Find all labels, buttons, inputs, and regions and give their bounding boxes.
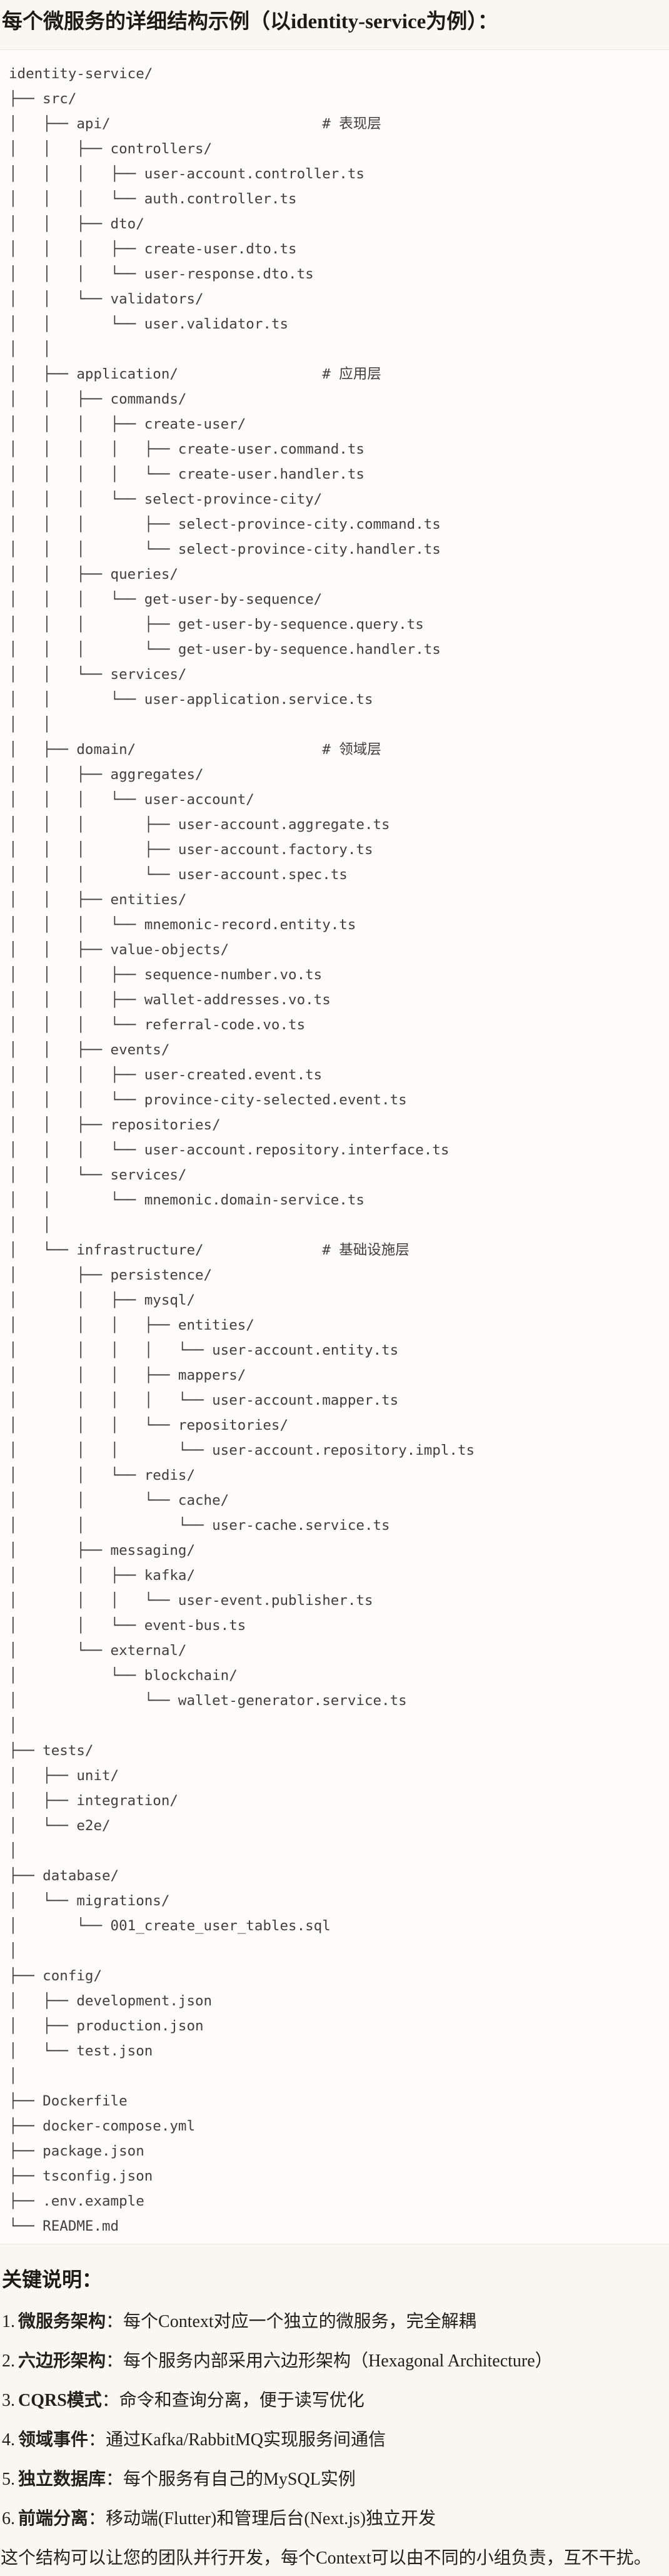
note-item-frontend-separation: 6. 前端分离：移动端(Flutter)和管理后台(Next.js)独立开发 bbox=[0, 2507, 669, 2532]
notes-section: 关键说明： 1. 微服务架构：每个Context对应一个独立的微服务，完全解耦 … bbox=[0, 2266, 669, 2571]
page-title: 每个微服务的详细结构示例（以identity-service为例）： bbox=[2, 11, 498, 33]
note-text: 领域事件：通过Kafka/RabbitMQ实现服务间通信 bbox=[18, 2428, 667, 2453]
code-block: identity-service/ ├── src/ │ ├── api/ # … bbox=[0, 49, 669, 2244]
note-item-domain-events: 4. 领域事件：通过Kafka/RabbitMQ实现服务间通信 bbox=[0, 2428, 669, 2453]
note-number: 4. bbox=[2, 2430, 15, 2450]
note-item-hexagonal: 2. 六边形架构：每个服务内部采用六边形架构（Hexagonal Archite… bbox=[0, 2349, 669, 2374]
note-desc: ：通过Kafka/RabbitMQ实现服务间通信 bbox=[88, 2430, 386, 2450]
closing-paragraph: 这个结构可以让您的团队并行开发，每个Context可以由不同的小组负责，互不干扰… bbox=[1, 2548, 651, 2568]
note-desc: ：移动端(Flutter)和管理后台(Next.js)独立开发 bbox=[88, 2509, 436, 2528]
note-number: 1. bbox=[2, 2312, 15, 2331]
note-number: 6. bbox=[2, 2509, 15, 2528]
note-desc: ：每个服务内部采用六边形架构（Hexagonal Architecture） bbox=[106, 2351, 553, 2371]
page-header: 每个微服务的详细结构示例（以identity-service为例）： bbox=[0, 0, 669, 36]
note-number: 5. bbox=[2, 2470, 15, 2489]
note-item-cqrs: 3. CQRS模式：命令和查询分离，便于读写优化 bbox=[0, 2388, 669, 2413]
note-item-independent-db: 5. 独立数据库：每个服务有自己的MySQL实例 bbox=[0, 2467, 669, 2492]
notes-heading: 关键说明： bbox=[2, 2268, 103, 2291]
note-term: 六边形架构 bbox=[18, 2351, 106, 2371]
note-term: 独立数据库 bbox=[18, 2470, 106, 2489]
note-term: CQRS模式 bbox=[18, 2391, 102, 2410]
note-text: CQRS模式：命令和查询分离，便于读写优化 bbox=[18, 2388, 667, 2413]
note-term: 前端分离 bbox=[18, 2509, 89, 2528]
note-text: 微服务架构：每个Context对应一个独立的微服务，完全解耦 bbox=[18, 2309, 667, 2334]
note-number: 3. bbox=[2, 2391, 15, 2410]
note-desc: ：每个Context对应一个独立的微服务，完全解耦 bbox=[106, 2312, 476, 2331]
note-desc: ：命令和查询分离，便于读写优化 bbox=[101, 2391, 365, 2410]
note-term: 领域事件 bbox=[18, 2430, 89, 2450]
note-item-microservices: 1. 微服务架构：每个Context对应一个独立的微服务，完全解耦 bbox=[0, 2309, 669, 2334]
note-term: 微服务架构 bbox=[18, 2312, 106, 2331]
directory-tree: identity-service/ ├── src/ │ ├── api/ # … bbox=[9, 66, 475, 2234]
note-desc: ：每个服务有自己的MySQL实例 bbox=[106, 2470, 356, 2489]
note-number: 2. bbox=[2, 2351, 15, 2371]
note-text: 六边形架构：每个服务内部采用六边形架构（Hexagonal Architectu… bbox=[18, 2349, 667, 2374]
note-text: 独立数据库：每个服务有自己的MySQL实例 bbox=[18, 2467, 667, 2492]
note-text: 前端分离：移动端(Flutter)和管理后台(Next.js)独立开发 bbox=[18, 2507, 667, 2532]
